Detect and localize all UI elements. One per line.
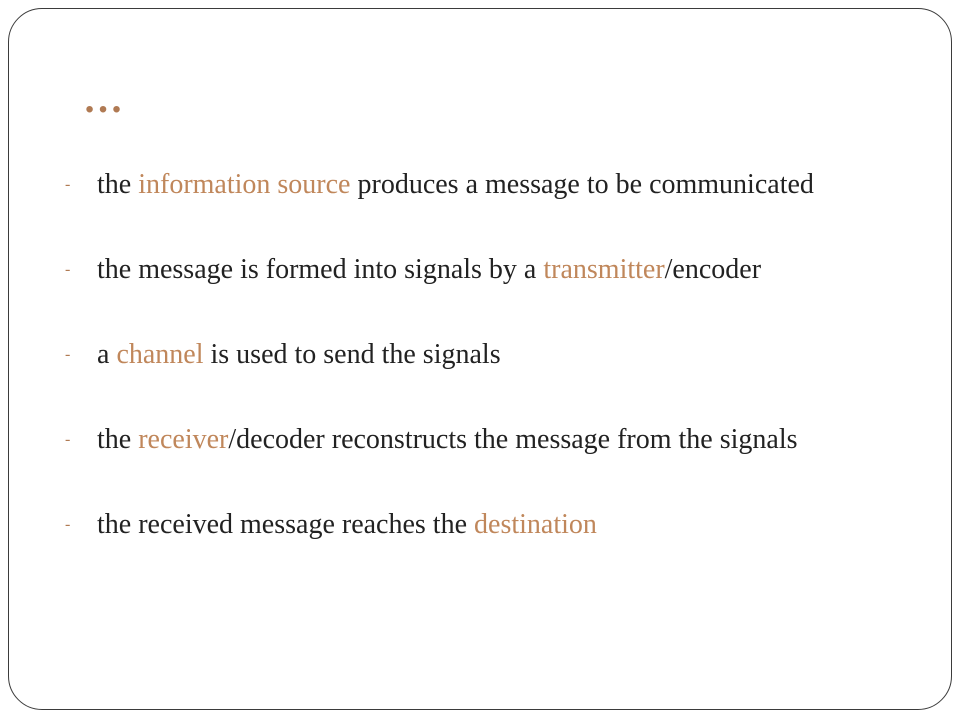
bullet-text: the message is formed into signals by a (97, 254, 544, 285)
slide-frame: … - the information source produces a me… (8, 8, 952, 710)
bullet-marker: - (65, 431, 71, 448)
highlight-destination: destination (474, 509, 597, 540)
highlight-receiver: receiver (138, 424, 229, 455)
bullet-text: produces a message to be communicated (350, 169, 814, 200)
bullet-text: the (97, 169, 139, 200)
bullet-text: /encoder (664, 254, 762, 285)
highlight-transmitter: transmitter (543, 254, 665, 285)
bullet-marker: - (65, 261, 71, 278)
bullet-item-information-source: - the information source produces a mess… (65, 163, 925, 207)
bullet-text: the received message reaches the (97, 509, 475, 540)
bullet-item-receiver: - the receiver/decoder reconstructs the … (65, 418, 925, 462)
bullet-text: /decoder reconstructs the message from t… (228, 424, 798, 455)
bullet-text: is used to send the signals (203, 339, 501, 370)
bullet-marker: - (65, 346, 71, 363)
bullet-item-destination: - the received message reaches the desti… (65, 503, 925, 547)
bullet-marker: - (65, 516, 71, 533)
slide-title: … (83, 76, 123, 121)
bullet-text: the (97, 424, 139, 455)
bullet-list: - the information source produces a mess… (65, 163, 925, 547)
bullet-item-channel: - a channel is used to send the signals (65, 333, 925, 377)
bullet-item-transmitter: - the message is formed into signals by … (65, 248, 925, 292)
bullet-text: a (97, 339, 117, 370)
bullet-marker: - (65, 176, 71, 193)
highlight-channel: channel (116, 339, 204, 370)
highlight-information-source: information source (138, 169, 351, 200)
